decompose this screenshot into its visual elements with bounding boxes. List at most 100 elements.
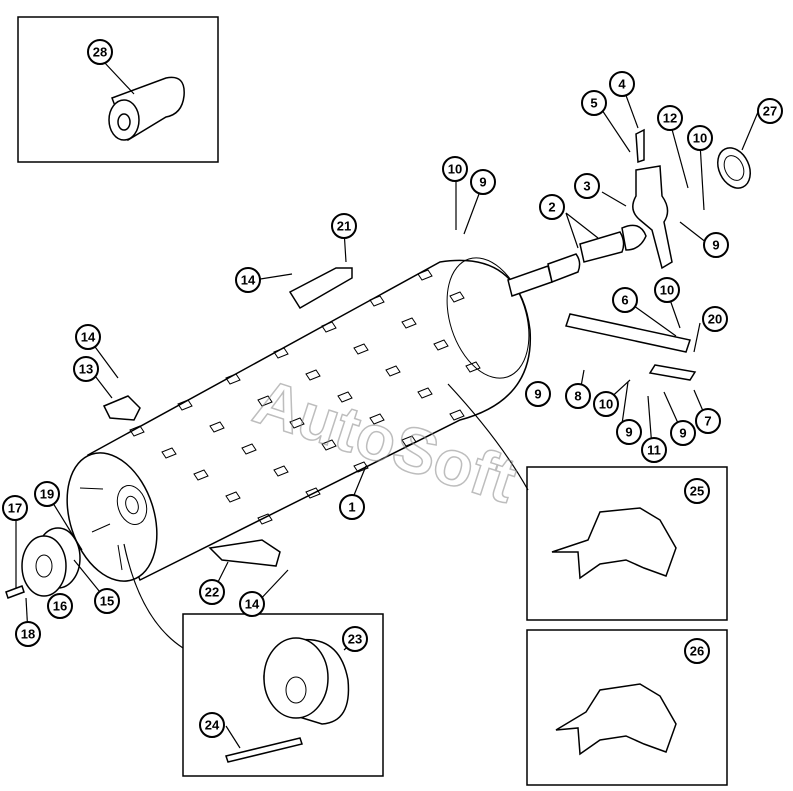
callout-21[interactable]: 21 [331, 213, 357, 239]
drum-tooth [449, 291, 465, 303]
callout-3[interactable]: 3 [574, 173, 600, 199]
svg-text:7: 7 [704, 414, 711, 429]
svg-text:10: 10 [660, 283, 674, 298]
callout-14[interactable]: 14 [75, 324, 101, 350]
callout-4[interactable]: 4 [609, 71, 635, 97]
callout-12[interactable]: 12 [657, 105, 683, 131]
callout-7[interactable]: 7 [695, 408, 721, 434]
callout-25[interactable]: 25 [684, 478, 710, 504]
callout-26[interactable]: 26 [684, 638, 710, 664]
drum-tooth [129, 425, 145, 437]
svg-text:6: 6 [621, 293, 628, 308]
drum-body [66, 257, 532, 582]
callout-8[interactable]: 8 [565, 383, 591, 409]
callout-16[interactable]: 16 [47, 593, 73, 619]
svg-text:9: 9 [625, 425, 632, 440]
callout-9[interactable]: 9 [616, 419, 642, 445]
hub-16 [21, 527, 81, 597]
inset-box-23 [182, 613, 384, 777]
callout-9[interactable]: 9 [703, 232, 729, 258]
svg-text:9: 9 [712, 238, 719, 253]
callout-9[interactable]: 9 [670, 420, 696, 446]
drum-tooth [465, 361, 481, 373]
drum-tooth [161, 447, 177, 459]
callout-28[interactable]: 28 [87, 39, 113, 65]
inset-box-26 [526, 629, 728, 786]
svg-text:21: 21 [337, 219, 351, 234]
callout-17[interactable]: 17 [2, 495, 28, 521]
bracket-6 [565, 313, 691, 353]
callout-10[interactable]: 10 [442, 156, 468, 182]
svg-text:2: 2 [548, 200, 555, 215]
drum-tooth [305, 487, 321, 499]
svg-text:17: 17 [8, 501, 22, 516]
callout-11[interactable]: 11 [641, 437, 667, 463]
callout-9[interactable]: 9 [525, 381, 551, 407]
drum-tooth [209, 421, 225, 433]
svg-text:4: 4 [618, 77, 626, 92]
bolt-24 [225, 737, 303, 763]
drum-tooth [449, 409, 465, 421]
callout-10[interactable]: 10 [654, 277, 680, 303]
svg-text:26: 26 [690, 644, 704, 659]
drum-tooth [177, 399, 193, 411]
drum-tooth [241, 443, 257, 455]
callout-14[interactable]: 14 [235, 267, 261, 293]
svg-text:14: 14 [81, 330, 96, 345]
drum-tooth [401, 317, 417, 329]
callout-13[interactable]: 13 [73, 356, 99, 382]
svg-text:8: 8 [574, 389, 581, 404]
tooth-guard-26 [555, 683, 677, 756]
callout-6[interactable]: 6 [612, 287, 638, 313]
callout-10[interactable]: 10 [593, 391, 619, 417]
svg-text:14: 14 [241, 273, 256, 288]
callout-layer: 1 2 3 4 5 6 7 8 9 9 9 9 9 10 10 10 10 11… [2, 39, 783, 738]
callout-15[interactable]: 15 [94, 588, 120, 614]
drum-tooth [257, 395, 273, 407]
callout-9[interactable]: 9 [470, 169, 496, 195]
drum-tooth [369, 295, 385, 307]
drum-tooth [321, 321, 337, 333]
inset-box-25 [526, 466, 728, 621]
callout-27[interactable]: 27 [757, 98, 783, 124]
svg-text:27: 27 [763, 104, 777, 119]
svg-text:19: 19 [40, 487, 54, 502]
svg-text:23: 23 [348, 632, 362, 647]
callout-10[interactable]: 10 [687, 125, 713, 151]
drum-tooth [225, 373, 241, 385]
callout-1[interactable]: 1 [339, 494, 365, 520]
callout-19[interactable]: 19 [34, 481, 60, 507]
callout-23[interactable]: 23 [342, 626, 368, 652]
flange-23 [263, 637, 350, 725]
svg-text:9: 9 [479, 175, 486, 190]
callout-20[interactable]: 20 [702, 306, 728, 332]
callout-24[interactable]: 24 [199, 712, 225, 738]
callout-18[interactable]: 18 [15, 621, 41, 647]
bolt-17 [5, 585, 25, 599]
drum-tooth [433, 339, 449, 351]
shaft-assembly [507, 128, 673, 297]
svg-text:14: 14 [245, 597, 260, 612]
svg-text:3: 3 [583, 179, 590, 194]
drum-tooth [289, 417, 305, 429]
svg-text:13: 13 [79, 362, 93, 377]
svg-text:15: 15 [100, 594, 114, 609]
drum-tooth [353, 461, 369, 473]
svg-text:1: 1 [348, 500, 355, 515]
drum-tooth [257, 513, 273, 525]
callout-22[interactable]: 22 [199, 579, 225, 605]
drum-tooth [385, 365, 401, 377]
svg-text:10: 10 [448, 162, 462, 177]
svg-text:16: 16 [53, 599, 67, 614]
drum-teeth [129, 269, 481, 525]
drum-tooth [369, 413, 385, 425]
drum-tooth [417, 387, 433, 399]
svg-text:25: 25 [690, 484, 704, 499]
drum-tooth [401, 435, 417, 447]
callout-2[interactable]: 2 [539, 194, 565, 220]
callout-5[interactable]: 5 [581, 90, 607, 116]
callout-14[interactable]: 14 [239, 591, 265, 617]
seal-27 [717, 147, 751, 189]
svg-text:22: 22 [205, 585, 219, 600]
